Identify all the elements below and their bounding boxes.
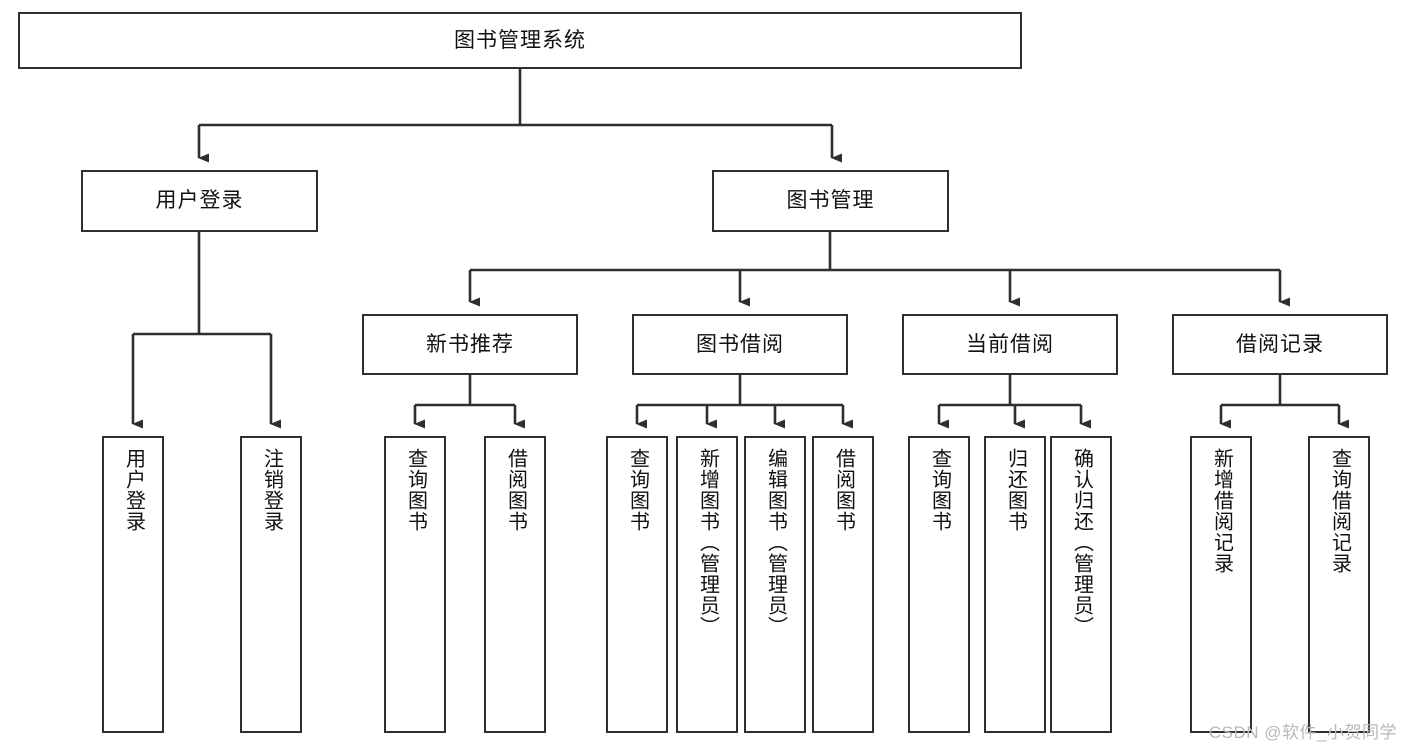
node-root-label: 图书管理系统 [454, 28, 586, 52]
node-leaf[interactable]: 查询图书 [606, 436, 668, 733]
node-root-system[interactable]: 图书管理系统 [18, 12, 1022, 69]
node-leaf-label: 借阅图书 [504, 448, 527, 532]
node-leaf-label: 新增图书（管理员） [696, 448, 719, 637]
node-leaf-label: 确认归还（管理员） [1070, 448, 1093, 637]
node-leaf-label: 归还图书 [1004, 448, 1027, 532]
node-leaf[interactable]: 注销登录 [240, 436, 302, 733]
node-leaf[interactable]: 编辑图书（管理员） [744, 436, 806, 733]
node-leaf[interactable]: 新增借阅记录 [1190, 436, 1252, 733]
node-level3-label: 当前借阅 [966, 332, 1054, 356]
node-level3-label: 新书推荐 [426, 332, 514, 356]
node-leaf[interactable]: 借阅图书 [812, 436, 874, 733]
node-level3-label: 借阅记录 [1236, 332, 1324, 356]
node-level3[interactable]: 新书推荐 [362, 314, 578, 375]
node-leaf-label: 查询图书 [928, 448, 951, 532]
node-level2[interactable]: 用户登录 [81, 170, 318, 232]
node-level2[interactable]: 图书管理 [712, 170, 949, 232]
node-leaf-label: 新增借阅记录 [1210, 448, 1233, 574]
node-leaf[interactable]: 新增图书（管理员） [676, 436, 738, 733]
node-level3[interactable]: 借阅记录 [1172, 314, 1388, 375]
node-leaf-label: 用户登录 [122, 448, 145, 532]
node-leaf-label: 编辑图书（管理员） [764, 448, 787, 637]
node-level2-label: 图书管理 [786, 189, 875, 213]
node-leaf-label: 查询图书 [404, 448, 427, 532]
node-level2-label: 用户登录 [155, 189, 244, 213]
node-leaf-label: 借阅图书 [832, 448, 855, 532]
node-leaf[interactable]: 查询图书 [908, 436, 970, 733]
node-leaf[interactable]: 用户登录 [102, 436, 164, 733]
node-leaf[interactable]: 查询借阅记录 [1308, 436, 1370, 733]
node-leaf-label: 查询图书 [626, 448, 649, 532]
node-level3-label: 图书借阅 [696, 332, 784, 356]
node-level3[interactable]: 图书借阅 [632, 314, 848, 375]
node-leaf[interactable]: 归还图书 [984, 436, 1046, 733]
node-leaf[interactable]: 查询图书 [384, 436, 446, 733]
node-leaf[interactable]: 借阅图书 [484, 436, 546, 733]
node-leaf-label: 查询借阅记录 [1328, 448, 1351, 574]
node-leaf[interactable]: 确认归还（管理员） [1050, 436, 1112, 733]
node-leaf-label: 注销登录 [260, 448, 283, 532]
node-level3[interactable]: 当前借阅 [902, 314, 1118, 375]
